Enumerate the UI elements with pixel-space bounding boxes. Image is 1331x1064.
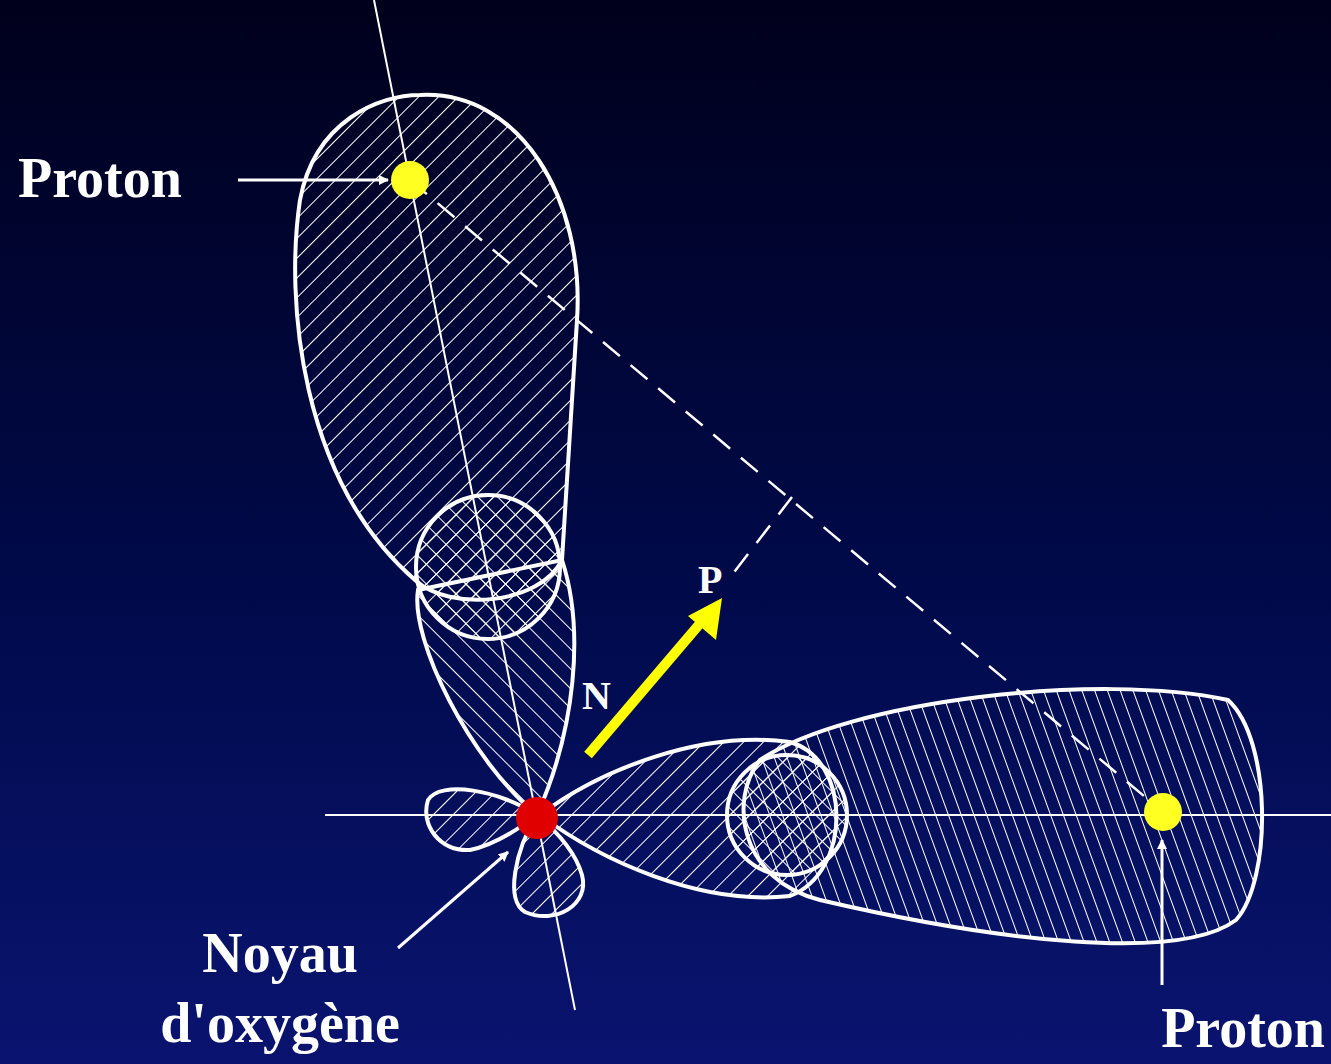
- overlap-circle: [416, 495, 560, 639]
- proton-label: Proton: [1161, 996, 1325, 1060]
- overlap-hatch: [727, 755, 847, 875]
- proton-dot: [1144, 793, 1182, 831]
- leader-arrow: [238, 179, 388, 182]
- dipole-arrowhead: [688, 598, 722, 640]
- proton-label: Proton: [18, 146, 182, 210]
- overlap-circle: [727, 755, 847, 875]
- vector-start-label: N: [582, 672, 611, 719]
- leader-arrow: [1161, 840, 1164, 985]
- oxygen-nucleus: [516, 797, 558, 839]
- dashed-line: [410, 180, 1163, 812]
- dashed-line: [728, 497, 792, 580]
- nucleus-label: Noyau d'oxygène: [100, 918, 460, 1058]
- proton-dot: [391, 161, 429, 199]
- overlap-hatch: [416, 495, 560, 639]
- vector-end-label: P: [698, 556, 722, 603]
- leader-arrow: [398, 852, 508, 948]
